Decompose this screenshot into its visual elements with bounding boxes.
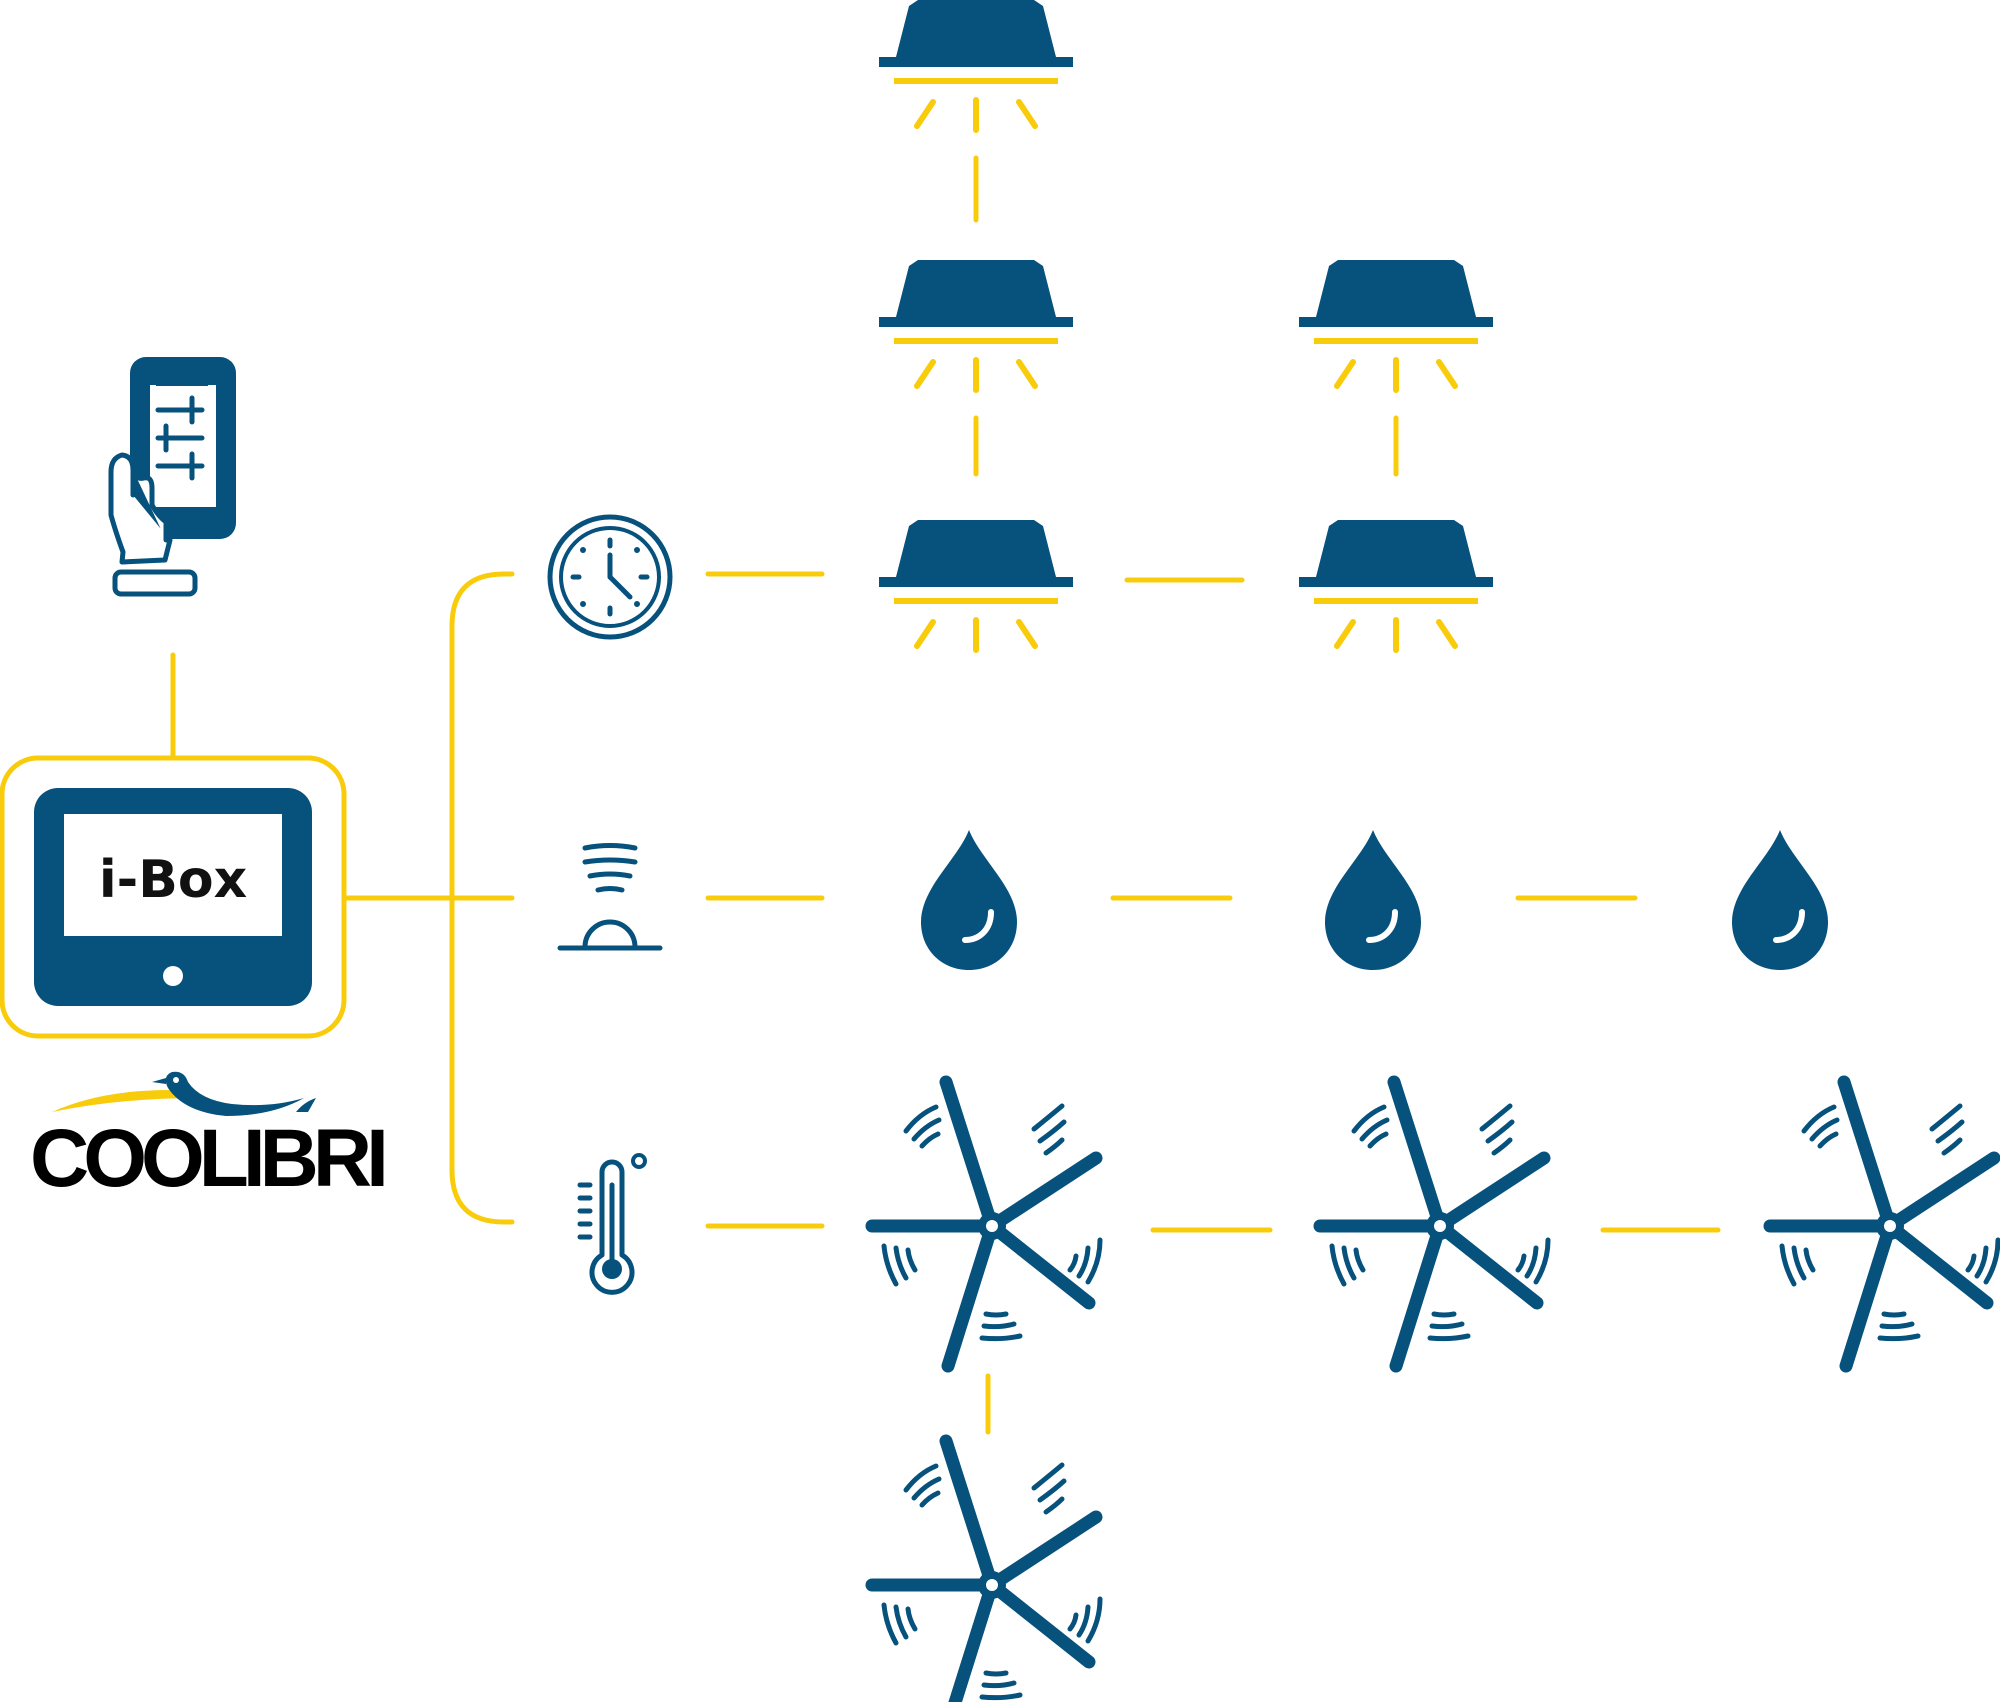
clock-icon: [547, 514, 673, 640]
ceiling-fan-icon: [872, 1082, 1100, 1366]
tablet-controller-icon: [34, 788, 312, 1006]
logo-wordmark: COOLIBRI: [30, 1113, 384, 1204]
thermometer-icon: [577, 1153, 647, 1295]
controls-bracket: [449, 571, 515, 1225]
ibox-device: i-Box: [0, 755, 347, 1039]
coolibri-logo: COOLIBRI: [30, 1071, 390, 1204]
connector-lines: [170, 155, 1721, 1435]
humidity-sensor-icon: [557, 843, 663, 951]
ceiling-light-icon: [879, 260, 1073, 390]
water-drop-icon: [1325, 830, 1421, 970]
ceiling-light-icon: [879, 520, 1073, 650]
ibox-label: i-Box: [99, 850, 247, 910]
ceiling-light-icon: [1299, 520, 1493, 650]
ceiling-fan-icon: [1770, 1082, 1998, 1366]
ceiling-fan-icon: [872, 1441, 1100, 1702]
ceiling-light-icon: [879, 0, 1073, 130]
hummingbird-logo-icon: [52, 1071, 316, 1116]
ceiling-fan-icon: [1320, 1082, 1548, 1366]
water-drop-icon: [921, 830, 1017, 970]
ceiling-light-icon: [1299, 260, 1493, 390]
hand-holding-phone-sliders-icon: [108, 357, 236, 597]
water-drop-icon: [1732, 830, 1828, 970]
